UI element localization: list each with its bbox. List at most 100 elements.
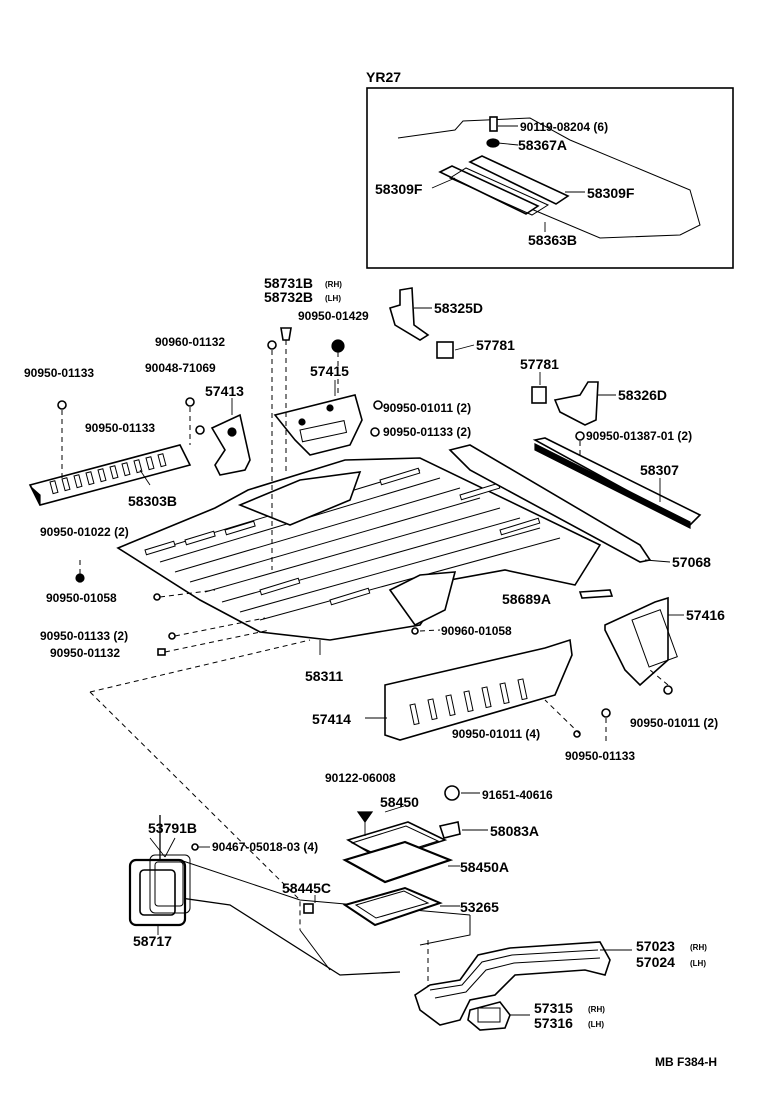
label-57316: 57316: [534, 1015, 573, 1031]
label-90048-71069: 90048-71069: [145, 361, 216, 375]
part-labels: 58731B (RH) 58732B (LH) 58325D 90950-014…: [24, 275, 725, 1031]
label-90950-01387: 90950-01387-01 (2): [586, 429, 692, 443]
label-58367a: 58367A: [518, 137, 567, 153]
label-58717: 58717: [133, 933, 172, 949]
label-57415: 57415: [310, 363, 349, 379]
label-58311: 58311: [305, 668, 343, 684]
plate-58363b: [448, 167, 550, 216]
label-90950-01011-a: 90950-01011 (2): [383, 401, 471, 415]
label-58303b: 58303B: [128, 493, 177, 509]
member-58303b: [28, 444, 192, 506]
label-57024: 57024: [636, 954, 675, 970]
label-90960-01058: 90960-01058: [441, 624, 512, 638]
assembly-dashed-lines: [61, 340, 669, 990]
label-91651-40616: 91651-40616: [482, 788, 553, 802]
label-90467-05018-03: 90467-05018-03 (4): [212, 840, 318, 854]
label-57023-rh: (RH): [690, 943, 707, 952]
wheel-house-hump: [388, 571, 457, 627]
bracket-58326d: [553, 381, 616, 426]
label-57316-lh: (LH): [588, 1020, 604, 1029]
member-58303b-slots: [49, 453, 167, 495]
label-58325d: 58325D: [434, 300, 483, 316]
label-58732b-lh: (LH): [325, 294, 341, 303]
label-90950-01133-a: 90950-01133: [24, 366, 94, 380]
label-57315: 57315: [534, 1000, 573, 1016]
frame-58717: [128, 837, 191, 935]
label-57781-a: 57781: [476, 337, 515, 353]
label-90950-01133-d: 90950-01133 (2): [40, 629, 128, 643]
panel-57414: [365, 638, 573, 741]
gasket-53265: [342, 886, 443, 927]
clip-90122: [356, 811, 374, 824]
label-53791b: 53791B: [148, 820, 197, 836]
floor-center-hump: [237, 471, 362, 526]
label-58689a: 58689A: [502, 591, 551, 607]
label-90119-08204: 90119-08204 (6): [520, 120, 608, 134]
label-57414: 57414: [312, 711, 351, 727]
label-57781-b: 57781: [520, 356, 559, 372]
inset-floor-outline: [397, 117, 701, 239]
label-58731b-rh: (RH): [325, 280, 342, 289]
label-58326d: 58326D: [618, 387, 667, 403]
bracket-58309f-left: [438, 165, 540, 215]
panel-57414-slots: [409, 678, 528, 726]
label-57315-rh: (RH): [588, 1005, 605, 1014]
label-58731b: 58731B: [264, 275, 313, 291]
spacer-57781-a: [436, 341, 454, 359]
label-90950-01133-e: 90950-01133: [565, 749, 635, 763]
seal-58450a: [342, 840, 454, 884]
service-hole-cover: [191, 785, 488, 927]
rear-member-57315: [467, 1001, 530, 1031]
inset-title: YR27: [366, 69, 401, 85]
plug-58445c: [303, 903, 314, 914]
label-57023: 57023: [636, 938, 675, 954]
bracket-58325d: [389, 287, 432, 341]
label-58083a: 58083A: [490, 823, 539, 839]
label-90122-06008: 90122-06008: [325, 771, 396, 785]
bracket-57416: [604, 596, 684, 687]
bolt-90119: [489, 116, 498, 132]
bracket-57413: [210, 398, 251, 476]
plug-58731b: [280, 327, 292, 341]
label-58450a: 58450A: [460, 859, 509, 875]
label-58445c: 58445C: [282, 880, 331, 896]
label-58732b: 58732B: [264, 289, 313, 305]
label-58309f-left: 58309F: [375, 181, 423, 197]
label-58450: 58450: [380, 794, 419, 810]
bracket-58309f-right: [468, 155, 570, 205]
floor-pan-58311: [116, 457, 602, 655]
label-57024-lh: (LH): [690, 959, 706, 968]
label-58309f-right: 58309F: [587, 185, 635, 201]
label-90950-01429: 90950-01429: [298, 309, 369, 323]
bracket-58083a: [438, 821, 461, 839]
label-57413: 57413: [205, 383, 244, 399]
label-90950-01058: 90950-01058: [46, 591, 117, 605]
label-90950-01022: 90950-01022 (2): [40, 525, 129, 539]
nut-58367a: [486, 138, 500, 148]
spacer-57781-b: [531, 386, 547, 404]
bracket-57415: [273, 380, 363, 456]
label-57068: 57068: [672, 554, 711, 570]
label-90950-01011-b: 90950-01011 (2): [630, 716, 718, 730]
fasteners: [57, 327, 673, 738]
strip-58689a: [578, 589, 614, 599]
label-58307: 58307: [640, 462, 679, 478]
cap-91651: [444, 785, 460, 801]
label-90950-01133-c: 90950-01133 (2): [383, 425, 471, 439]
rail-58307: [448, 437, 702, 563]
label-58363b: 58363B: [528, 232, 577, 248]
grommet-90950-01429: [331, 339, 345, 353]
label-90950-01133-b: 90950-01133: [85, 421, 155, 435]
rear-member-57023: [414, 941, 632, 1026]
inset-yr27: YR27 90119-08204 (6) 58367A 58309F 58309…: [366, 69, 734, 269]
footer-code: MB F384-H: [655, 1055, 717, 1069]
label-90950-01011-c: 90950-01011 (4): [452, 727, 540, 741]
label-57416: 57416: [686, 607, 725, 623]
floor-pan-outline: [116, 457, 602, 641]
label-90950-01132: 90950-01132: [50, 646, 120, 660]
label-53265: 53265: [460, 899, 499, 915]
inset-frame: [366, 87, 734, 269]
label-90960-01132: 90960-01132: [155, 335, 225, 349]
